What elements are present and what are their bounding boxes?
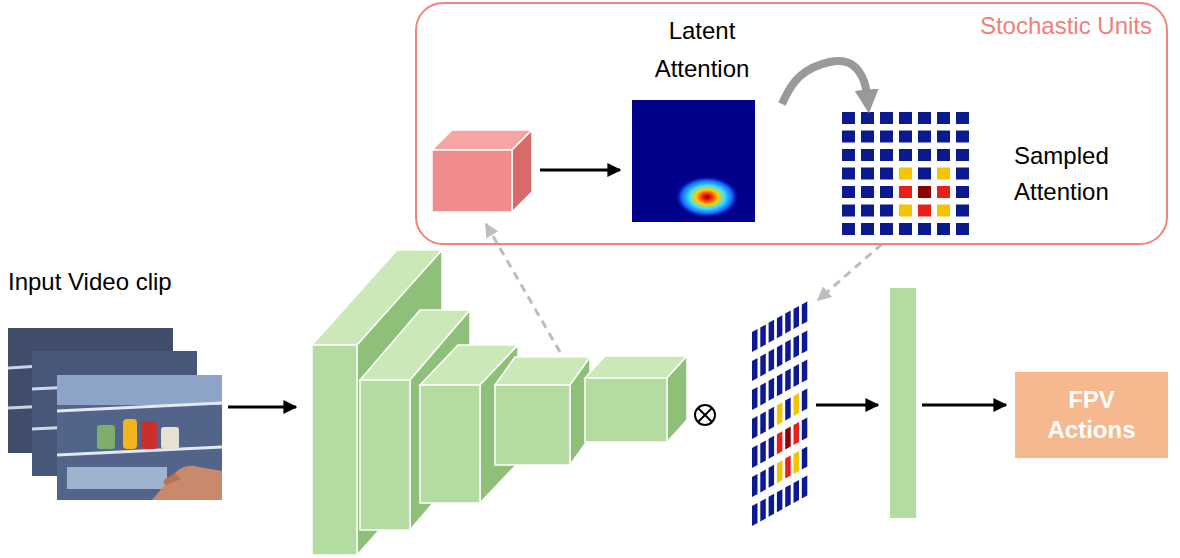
flow-arrow (922, 404, 1006, 407)
latent-heatmap (632, 100, 755, 222)
network-layers (312, 250, 687, 555)
output-box: FPV Actions (1015, 372, 1168, 458)
node-text: Stochastic Units (980, 12, 1152, 40)
flow-arrow (228, 406, 296, 409)
group-panel: Stochastic Units Latent AttentionSampled … (415, 2, 1168, 245)
sampled-grid (842, 112, 969, 235)
caption-label: Input Video clip (8, 268, 172, 296)
fc-layer (890, 288, 916, 518)
dashed-arrow (818, 244, 882, 300)
node-text: FPV Actions (1025, 385, 1158, 445)
flow-arrow (816, 404, 878, 407)
video-frames (8, 328, 222, 500)
attention-node: Latent Attention (632, 12, 782, 224)
stochastic-cube (432, 130, 532, 212)
node-text: Sampled Attention (1014, 138, 1148, 210)
curved-arrow (782, 61, 868, 104)
node-text: Latent Attention (632, 12, 772, 88)
flow-arrow (540, 169, 620, 172)
multiply-symbol (695, 405, 715, 425)
attention-map (752, 301, 807, 526)
attention-node: Sampled Attention (838, 108, 1158, 243)
